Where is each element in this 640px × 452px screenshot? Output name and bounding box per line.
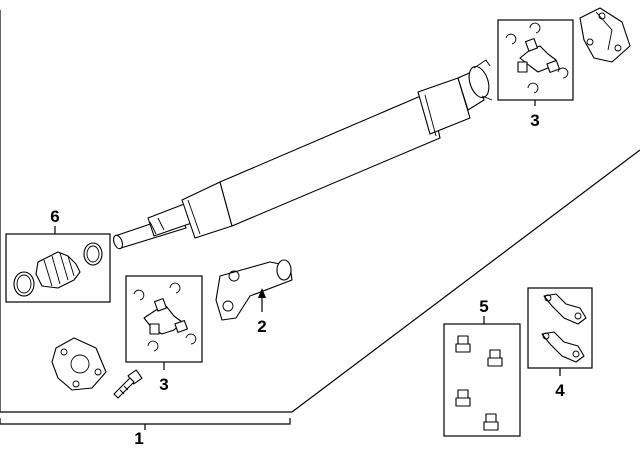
bolt (113, 369, 143, 399)
u-joint-kit-lower (125, 275, 203, 370)
callout-2: 2 (257, 317, 266, 336)
clamp-kit (527, 287, 593, 376)
assembly-outline-1 (0, 10, 640, 430)
callout-3-lower: 3 (159, 375, 168, 394)
slip-yoke (215, 259, 293, 321)
callout-4: 4 (555, 381, 565, 400)
center-bearing (51, 337, 107, 391)
rear-flange (579, 7, 631, 63)
callout-1: 1 (134, 429, 143, 448)
callout-3-upper: 3 (530, 111, 539, 130)
bolt-kit (443, 316, 521, 437)
callout-5: 5 (479, 297, 488, 316)
driveshaft-tube (112, 59, 493, 250)
cv-boot-kit (5, 226, 111, 303)
callout-6: 6 (50, 207, 59, 226)
u-joint-kit-upper (497, 19, 574, 106)
